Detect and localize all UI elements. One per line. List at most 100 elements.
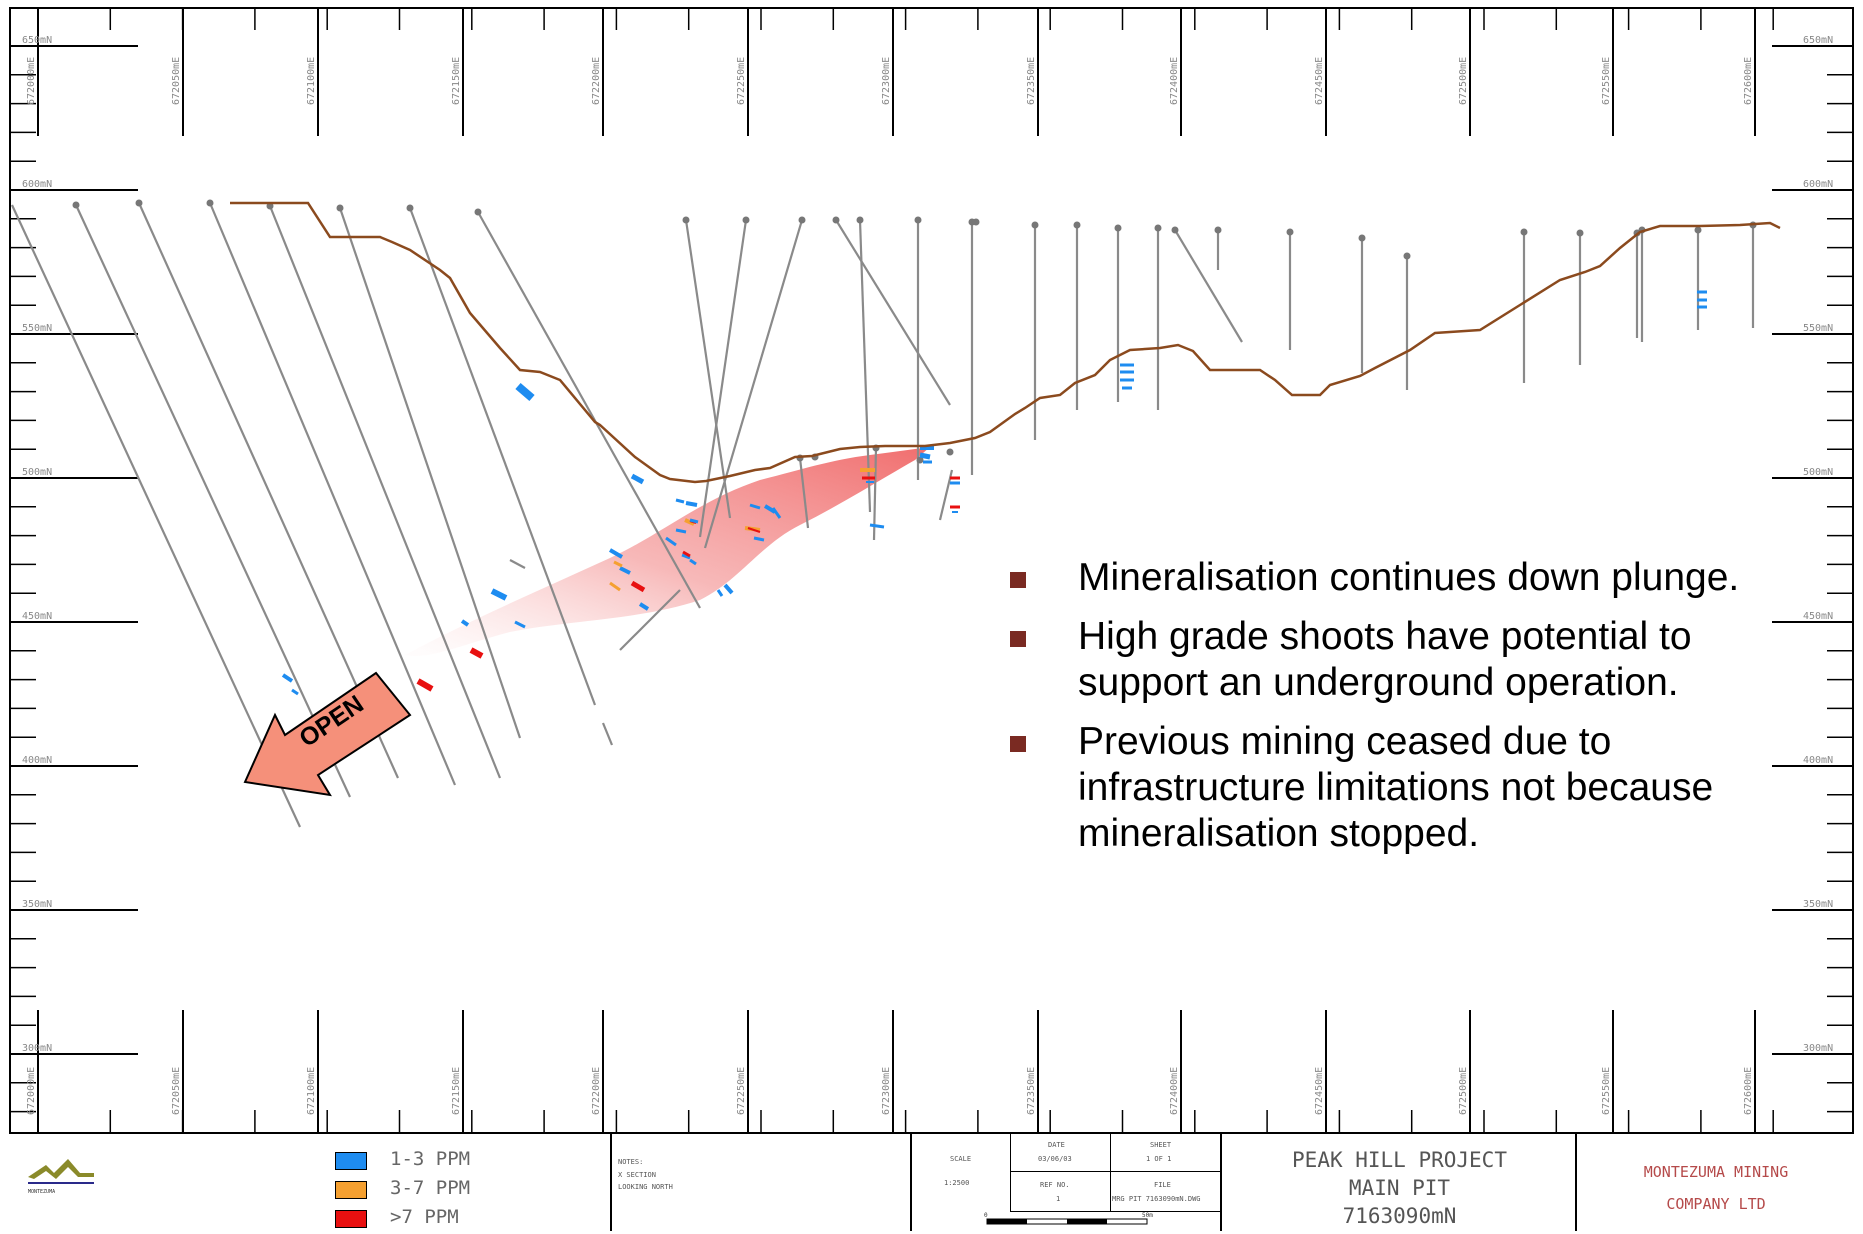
rl-label-right: 500mN <box>1803 467 1833 478</box>
drillhole-trace <box>619 589 681 651</box>
title-block: MONTEZUMA 1-3 PPM 3-7 PPM >7 PPM NOTES: … <box>10 1133 1853 1231</box>
northing-label-bottom: 672550mE <box>1601 1067 1612 1115</box>
project-title-cell: PEAK HILL PROJECT MAIN PIT 7163090mN <box>1220 1133 1575 1231</box>
drillhole-collar <box>798 216 806 224</box>
assay-intercept <box>630 473 645 485</box>
key-point: Mineralisation continues down plunge. <box>1000 555 1740 601</box>
assay-intercept <box>771 507 782 519</box>
assay-intercept <box>291 688 299 696</box>
company-name-line: COMPANY LTD <box>1666 1195 1766 1213</box>
legend-swatch <box>335 1152 367 1170</box>
file-label: FILE <box>1154 1181 1171 1189</box>
assay-intercept <box>869 523 885 529</box>
rl-label-left: 400mN <box>22 755 52 766</box>
drawing-frame <box>9 7 1854 1134</box>
assay-intercept <box>689 518 699 524</box>
northing-label-top: 672500mE <box>1458 57 1469 105</box>
northing-label-top: 672600mE <box>1743 57 1754 105</box>
drillhole-collar <box>206 199 214 207</box>
ref-box: REF NO. 1 <box>1010 1171 1111 1212</box>
assay-intercept <box>919 452 931 460</box>
assay-intercept <box>682 550 691 558</box>
date-value: 03/06/03 <box>1038 1155 1072 1163</box>
date-box: DATE 03/06/03 <box>1010 1133 1111 1172</box>
drillhole-trace <box>137 202 400 779</box>
drillhole-trace <box>1174 229 1243 343</box>
scale-box: SCALE 1:2500 <box>912 1133 1011 1211</box>
rl-label-right: 600mN <box>1803 179 1833 190</box>
pit-surface-line <box>230 201 1781 484</box>
rl-label-right: 350mN <box>1803 899 1833 910</box>
pit-name: MAIN PIT <box>1348 1176 1451 1200</box>
sheet-label: SHEET <box>1150 1141 1172 1149</box>
rl-label-right: 400mN <box>1803 755 1833 766</box>
assay-intercept <box>630 580 646 593</box>
drillhole-collar <box>1358 234 1366 242</box>
drillhole-collar <box>1520 228 1528 236</box>
open-arrow-shape <box>243 671 412 797</box>
northing-label-bottom: 672600mE <box>1743 1067 1754 1115</box>
drillhole-trace <box>858 219 872 513</box>
key-points-list: Mineralisation continues down plunge. Hi… <box>1000 555 1740 870</box>
grid-layer <box>10 8 1853 1133</box>
rl-label-left: 300mN <box>22 1043 52 1054</box>
drawing-note: NOTES: <box>618 1158 644 1166</box>
northing-label-top: 672450mE <box>1314 57 1325 105</box>
assay-intercept <box>490 588 508 601</box>
legend-label: >7 PPM <box>390 1206 459 1228</box>
drillhole-trace <box>208 202 457 786</box>
northing-labels: 672000mE672000mE672050mE672050mE672100mE… <box>26 57 1754 1115</box>
drillhole-trace <box>477 211 701 609</box>
sheet-value: 1 OF 1 <box>1146 1155 1172 1163</box>
drillhole-collar <box>916 456 924 464</box>
northing-label-top: 672350mE <box>1026 57 1037 105</box>
drillhole-collar <box>72 201 80 209</box>
assay-intercept <box>514 620 526 629</box>
northing-label-bottom: 672200mE <box>591 1067 602 1115</box>
northing-label-top: 672100mE <box>306 57 317 105</box>
file-box: FILE MRG PIT 7163090mN.DWG <box>1110 1171 1222 1212</box>
rl-label-left: 650mN <box>22 35 52 46</box>
key-point-text: Mineralisation continues down plunge. <box>1078 556 1740 599</box>
assay-intercept <box>609 581 621 592</box>
assay-intercept <box>675 498 685 504</box>
northing-label-top: 672200mE <box>591 57 602 105</box>
northing-label-top: 672000mE <box>26 57 37 105</box>
drillhole-trace <box>703 219 804 549</box>
northing-label-top: 672550mE <box>1601 57 1612 105</box>
drillhole-trace <box>408 207 597 706</box>
drillhole-collar <box>742 216 750 224</box>
file-value: MRG PIT 7163090mN.DWG <box>1112 1195 1201 1203</box>
open-direction-arrow: OPEN <box>243 671 412 797</box>
drillholes <box>11 199 1757 828</box>
legend-label: 3-7 PPM <box>390 1177 471 1199</box>
drillhole-collar <box>474 208 482 216</box>
drillhole-collar <box>946 448 954 456</box>
drillhole-collar <box>1694 226 1702 234</box>
svg-text:50m: 50m <box>1142 1212 1153 1219</box>
drawing-notes-cell: NOTES: X SECTION LOOKING NORTH <box>610 1133 910 1231</box>
rl-label-left: 450mN <box>22 611 52 622</box>
key-point: High grade shoots have potential to supp… <box>1000 614 1740 706</box>
rl-label-right: 650mN <box>1803 35 1833 46</box>
drillhole-collar <box>336 204 344 212</box>
assay-intercept <box>681 553 691 560</box>
assay-intercept <box>619 566 631 575</box>
company-cell: MONTEZUMA MINING COMPANY LTD <box>1575 1133 1853 1231</box>
svg-text:MONTEZUMA: MONTEZUMA <box>28 1189 55 1195</box>
drillhole-collar <box>832 216 840 224</box>
northing-label-top: 672150mE <box>451 57 462 105</box>
project-name: PEAK HILL PROJECT <box>1292 1148 1507 1172</box>
drillhole-collar <box>1114 224 1122 232</box>
drillhole-collar <box>914 216 922 224</box>
assay-intercept <box>749 503 761 510</box>
assay-intercept <box>281 673 294 683</box>
assay-intercept <box>460 619 470 627</box>
drillhole-collar <box>682 216 690 224</box>
assay-intercept <box>613 560 623 568</box>
assay-intercept <box>716 589 724 597</box>
legend-swatch <box>335 1210 367 1228</box>
northing-label-top: 672050mE <box>171 57 182 105</box>
